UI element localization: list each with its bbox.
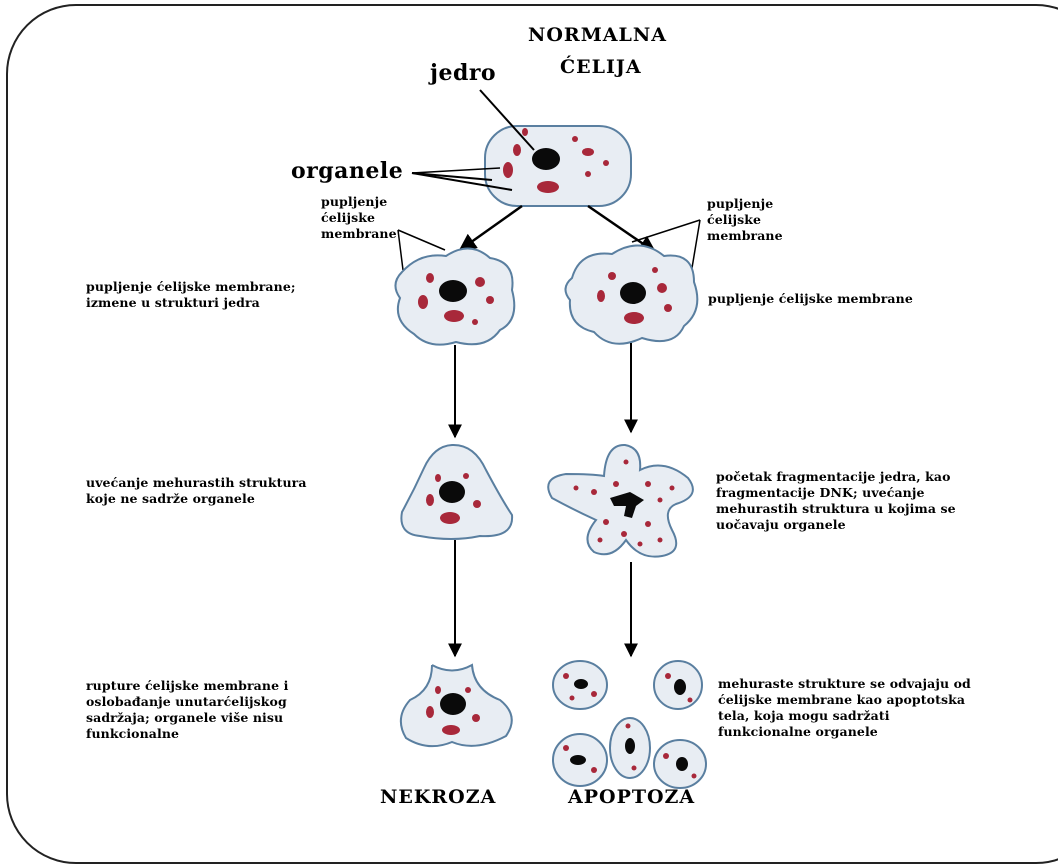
label-blebbing-right: pupljenje ćelijske membrane xyxy=(707,196,783,243)
apoptosis-step-3: mehuraste strukture se odvajaju od ćelij… xyxy=(718,676,971,739)
apoptotic-bodies xyxy=(552,660,707,789)
apoptosis-cell-2 xyxy=(547,443,694,558)
organele-pointer-1 xyxy=(411,172,493,181)
label-jedro: jedro xyxy=(430,60,497,86)
necrosis-step-1: pupljenje ćelijske membrane; izmene u st… xyxy=(86,279,296,310)
apoptosis-step-2: početak fragmentacije jedra, kao fragmen… xyxy=(716,469,956,532)
diagram-graphics xyxy=(394,89,707,789)
necrosis-cell-3 xyxy=(399,663,513,748)
title-line-1: NORMALNA xyxy=(528,24,667,46)
label-apoptoza: APOPTOZA xyxy=(568,786,696,808)
necrosis-cell-1 xyxy=(394,247,516,346)
organele-pointer-2 xyxy=(411,172,513,191)
label-blebbing-left: pupljenje ćelijske membrane xyxy=(321,194,397,241)
title-line-2: ĆELIJA xyxy=(560,56,642,78)
label-organele: organele xyxy=(291,158,404,184)
normal-cell xyxy=(484,125,632,207)
necrosis-cell-2 xyxy=(400,443,514,540)
necrosis-step-3: rupture ćelijske membrane i oslobađanje … xyxy=(86,678,289,741)
label-nekroza: NEKROZA xyxy=(380,786,497,808)
jedro-pointer xyxy=(479,89,535,151)
apoptosis-cell-1 xyxy=(564,244,699,345)
apoptosis-step-1: pupljenje ćelijske membrane xyxy=(708,291,913,306)
necrosis-step-2: uvećanje mehurastih struktura koje ne sa… xyxy=(86,475,307,506)
